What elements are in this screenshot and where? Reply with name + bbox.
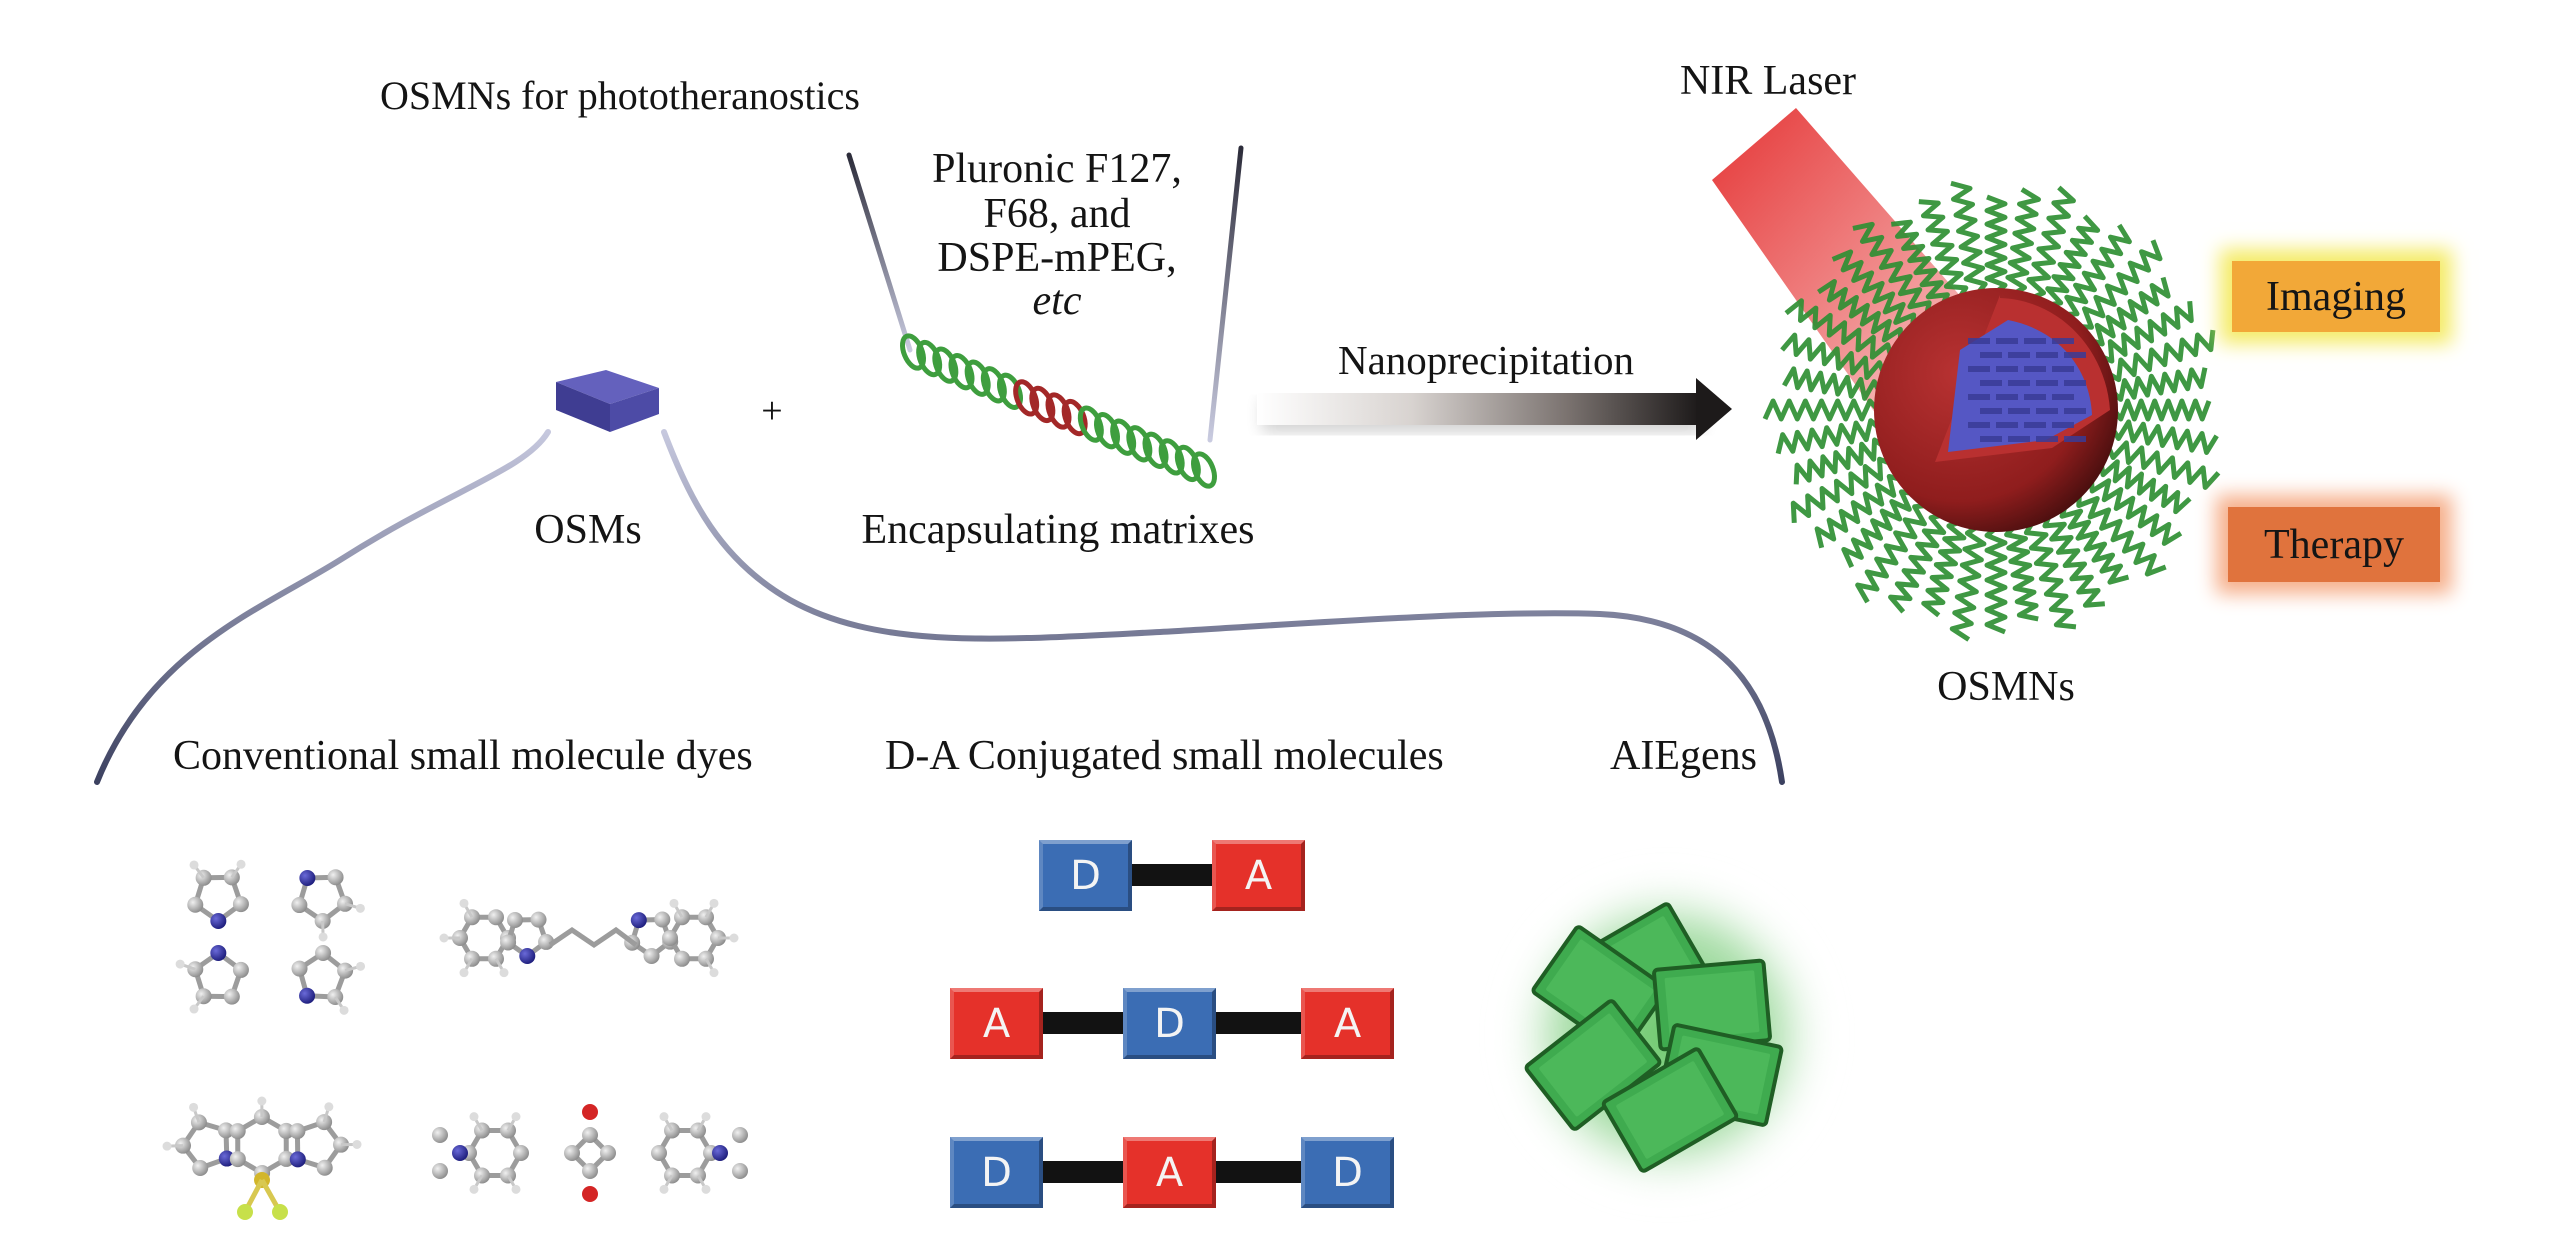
da-bond [1040,1012,1123,1034]
matrix-label: Encapsulating matrixes [861,507,1255,553]
osmn-nanoparticle-icon [1762,180,2221,642]
acceptor-unit: A [950,988,1043,1059]
da-bond [1129,864,1212,886]
tube-right-wall [1207,145,1244,443]
encapsulant-list-line-4: etc [1032,278,1082,324]
tube-left-wall [846,152,913,353]
encapsulant-list-line-2: F68, and [983,191,1131,237]
category-heading-da-molecules: D-A Conjugated small molecules [885,733,1444,779]
osm-cube-icon [556,370,659,432]
donor-unit: D [1301,1137,1394,1208]
imaging-tag: Imaging [2232,261,2440,332]
donor-unit: D [1039,840,1132,911]
da-bond [1213,1012,1301,1034]
encapsulant-list-line-3: DSPE-mPEG, [937,235,1177,281]
laser-label: NIR Laser [1679,58,1857,104]
plus-sign: + [761,390,783,432]
nanoprecipitation-arrow-icon [1257,378,1732,440]
acceptor-unit: A [1301,988,1394,1059]
acceptor-unit: A [1123,1137,1216,1208]
product-label: OSMNs [1937,664,2075,710]
acceptor-unit: A [1212,840,1305,911]
process-label: Nanoprecipitation [1337,337,1635,383]
category-heading-conventional-dyes: Conventional small molecule dyes [173,733,753,779]
figure-title: OSMNs for phototheranostics [380,73,860,118]
therapy-tag: Therapy [2228,507,2440,582]
osms-label: OSMs [534,507,642,553]
da-bond [1040,1161,1123,1183]
donor-unit: D [1123,988,1216,1059]
polymer-helix-icon [900,333,1217,489]
donor-unit: D [950,1137,1043,1208]
dye-molecules [162,859,748,1220]
encapsulant-list-line-1: Pluronic F127, [932,146,1182,192]
category-heading-aiegens: AIEgens [1610,733,1757,779]
aiegen-cluster-icon [1502,870,1832,1200]
connector-curve-left [94,429,551,785]
da-bond [1213,1161,1301,1183]
connector-curve-right [661,429,1785,785]
